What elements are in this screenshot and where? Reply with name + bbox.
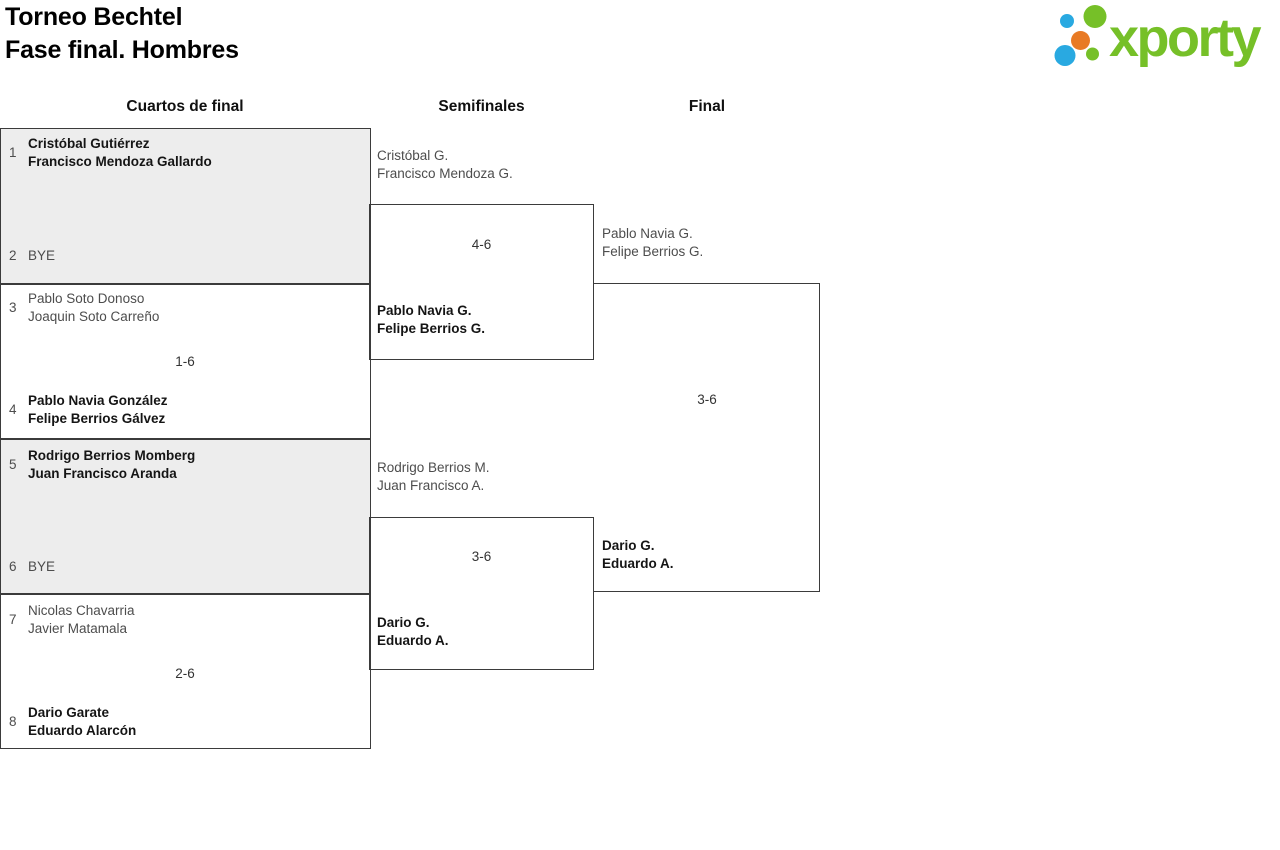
logo-dot-orange (1071, 31, 1090, 50)
seed-number: 1 (9, 145, 17, 160)
team-names: Cristóbal G. Francisco Mendoza G. (377, 147, 513, 182)
team-name-line2: Eduardo A. (377, 632, 449, 648)
seed-number: 7 (9, 612, 17, 627)
seed-number: 4 (9, 402, 17, 417)
final-score: 3-6 (697, 392, 717, 407)
qf2-team1: 3 Pablo Soto Donoso Joaquin Soto Carreño (0, 290, 159, 325)
team-names: Pablo Navia G. Felipe Berrios G. (377, 302, 485, 337)
team-names: Cristóbal Gutiérrez Francisco Mendoza Ga… (28, 135, 212, 170)
team-name-line1: Cristóbal Gutiérrez (28, 136, 150, 151)
team-name-line2: Juan Francisco Aranda (28, 465, 177, 481)
team-names: Nicolas Chavarria Javier Matamala (28, 602, 135, 637)
team-name-line2: Felipe Berrios G. (377, 320, 486, 336)
tournament-name: Torneo Bechtel (5, 3, 183, 31)
team-name-line1: Rodrigo Berrios M. (377, 460, 490, 475)
qf3-team1: 5 Rodrigo Berrios Momberg Juan Francisco… (0, 447, 195, 482)
qf3-team2: 6 BYE (0, 558, 55, 576)
team-name-line1: BYE (28, 559, 56, 574)
team-name-line1: Pablo Soto Donoso (28, 291, 145, 306)
round-header-final: Final (688, 98, 726, 115)
team-name-line1: Nicolas Chavarria (28, 603, 135, 618)
final-team1: Pablo Navia G. Felipe Berrios G. (602, 225, 703, 260)
logo-dot-small-blue (1060, 14, 1074, 28)
logo-dot-large-green (1083, 5, 1107, 28)
team-names: BYE (28, 558, 55, 576)
team-names: Rodrigo Berrios M. Juan Francisco A. (377, 459, 490, 494)
round-header-quarterfinals: Cuartos de final (126, 98, 244, 115)
sf2-score: 3-6 (471, 549, 492, 564)
team-name-line1: Pablo Navia G. (377, 303, 472, 318)
team-name-line2: Javier Matamala (28, 620, 128, 636)
team-name-line2: Eduardo A. (602, 555, 674, 571)
team-name-line1: Dario G. (377, 615, 430, 630)
qf-match-2-box (0, 284, 371, 439)
sf1-score: 4-6 (471, 237, 492, 252)
team-names: Pablo Soto Donoso Joaquin Soto Carreño (28, 290, 159, 325)
team-names: Pablo Navia G. Felipe Berrios G. (602, 225, 703, 260)
team-name-line1: BYE (28, 248, 56, 263)
team-name-line2: Francisco Mendoza Gallardo (28, 153, 212, 169)
seed-number: 8 (9, 714, 17, 729)
team-names: Dario Garate Eduardo Alarcón (28, 704, 136, 739)
team-name-line2: Francisco Mendoza G. (377, 165, 513, 181)
qf-match-4-box (0, 594, 371, 749)
team-name-line1: Pablo Navia González (28, 393, 168, 408)
qf4-team2: 8 Dario Garate Eduardo Alarcón (0, 704, 136, 739)
qf-match-1-box (0, 128, 371, 284)
seed-number: 5 (9, 457, 17, 472)
xporty-logo[interactable]: xporty (1040, 0, 1280, 70)
seed-number: 2 (9, 248, 17, 264)
team-names: Rodrigo Berrios Momberg Juan Francisco A… (28, 447, 195, 482)
logo-dot-large-blue (1054, 45, 1076, 66)
team-name-line1: Dario G. (602, 538, 655, 553)
seed-number: 6 (9, 559, 17, 575)
team-name-line2: Felipe Berrios Gálvez (28, 410, 166, 426)
logo-wordmark: xporty (1109, 8, 1262, 68)
team-name-line1: Dario Garate (28, 705, 110, 720)
page-title: Torneo Bechtel Fase final. Hombres (5, 1, 239, 67)
team-name-line1: Pablo Navia G. (602, 226, 693, 241)
seed-number: 3 (9, 300, 17, 315)
round-header-semifinals: Semifinales (438, 98, 525, 115)
qf2-score: 1-6 (175, 354, 195, 369)
team-name-line2: Juan Francisco A. (377, 477, 485, 493)
team-name-line1: Rodrigo Berrios Momberg (28, 448, 196, 463)
qf-match-3-box (0, 439, 371, 594)
sf2-team1: Rodrigo Berrios M. Juan Francisco A. (377, 459, 490, 494)
sf-match-2-box (369, 517, 594, 670)
team-names: Dario G. Eduardo A. (377, 614, 449, 649)
sf1-team2: Pablo Navia G. Felipe Berrios G. (377, 302, 485, 337)
qf1-team1: 1 Cristóbal Gutiérrez Francisco Mendoza … (0, 135, 212, 170)
final-team2: Dario G. Eduardo A. (602, 537, 674, 572)
qf4-score: 2-6 (175, 666, 195, 681)
sf1-team1: Cristóbal G. Francisco Mendoza G. (377, 147, 513, 182)
sf-match-1-box (369, 204, 594, 360)
team-name-line1: Cristóbal G. (377, 148, 449, 163)
team-name-line2: Felipe Berrios G. (602, 243, 704, 259)
team-names: Dario G. Eduardo A. (602, 537, 674, 572)
team-names: BYE (28, 247, 55, 265)
qf2-team2: 4 Pablo Navia González Felipe Berrios Gá… (0, 392, 168, 427)
final-match-box (594, 283, 820, 592)
team-name-line2: Eduardo Alarcón (28, 722, 137, 738)
qf1-team2: 2 BYE (0, 247, 55, 265)
tournament-phase: Fase final. Hombres (5, 36, 239, 64)
qf4-team1: 7 Nicolas Chavarria Javier Matamala (0, 602, 135, 637)
team-names: Pablo Navia González Felipe Berrios Gálv… (28, 392, 168, 427)
logo-dot-small-green (1086, 47, 1099, 61)
team-name-line2: Joaquin Soto Carreño (28, 308, 160, 324)
sf2-team2: Dario G. Eduardo A. (377, 614, 449, 649)
